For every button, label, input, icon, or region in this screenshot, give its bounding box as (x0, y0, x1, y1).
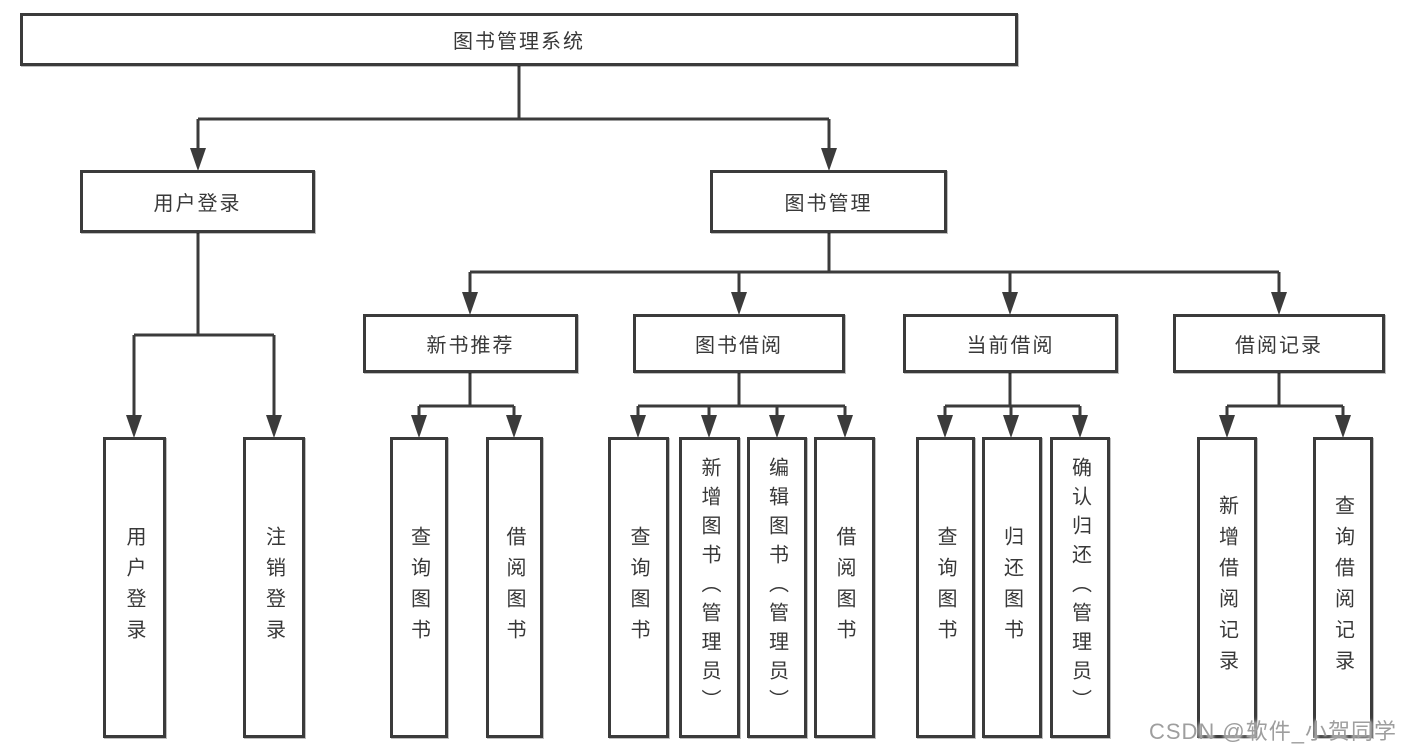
leaf-return-books: 归还图书 (982, 437, 1042, 738)
leaf-add-borrow-record: 新增借阅记录 (1197, 437, 1257, 738)
node-new-book-recommend: 新书推荐 (363, 314, 578, 373)
node-system-root: 图书管理系统 (20, 13, 1018, 66)
leaf-confirm-return-admin: 确认归还（管理员） (1050, 437, 1110, 738)
csdn-watermark: CSDN @软件_小贺同学 (1148, 719, 1397, 744)
node-user-login-group: 用户登录 (80, 170, 315, 233)
leaf-query-borrow-record: 查询借阅记录 (1313, 437, 1373, 738)
leaf-query-books-recommend: 查询图书 (390, 437, 448, 738)
node-book-management-group: 图书管理 (710, 170, 947, 233)
node-current-borrow: 当前借阅 (903, 314, 1118, 373)
leaf-borrow-books-recommend: 借阅图书 (486, 437, 543, 738)
leaf-logout: 注销登录 (243, 437, 305, 738)
node-book-borrow: 图书借阅 (633, 314, 845, 373)
leaf-add-books-admin: 新增图书（管理员） (679, 437, 740, 738)
leaf-query-books-borrow: 查询图书 (608, 437, 669, 738)
leaf-query-books-current: 查询图书 (916, 437, 975, 738)
leaf-user-login: 用户登录 (103, 437, 166, 738)
leaf-edit-books-admin: 编辑图书（管理员） (747, 437, 807, 738)
node-borrow-records: 借阅记录 (1173, 314, 1385, 373)
leaf-borrow-books: 借阅图书 (814, 437, 875, 738)
